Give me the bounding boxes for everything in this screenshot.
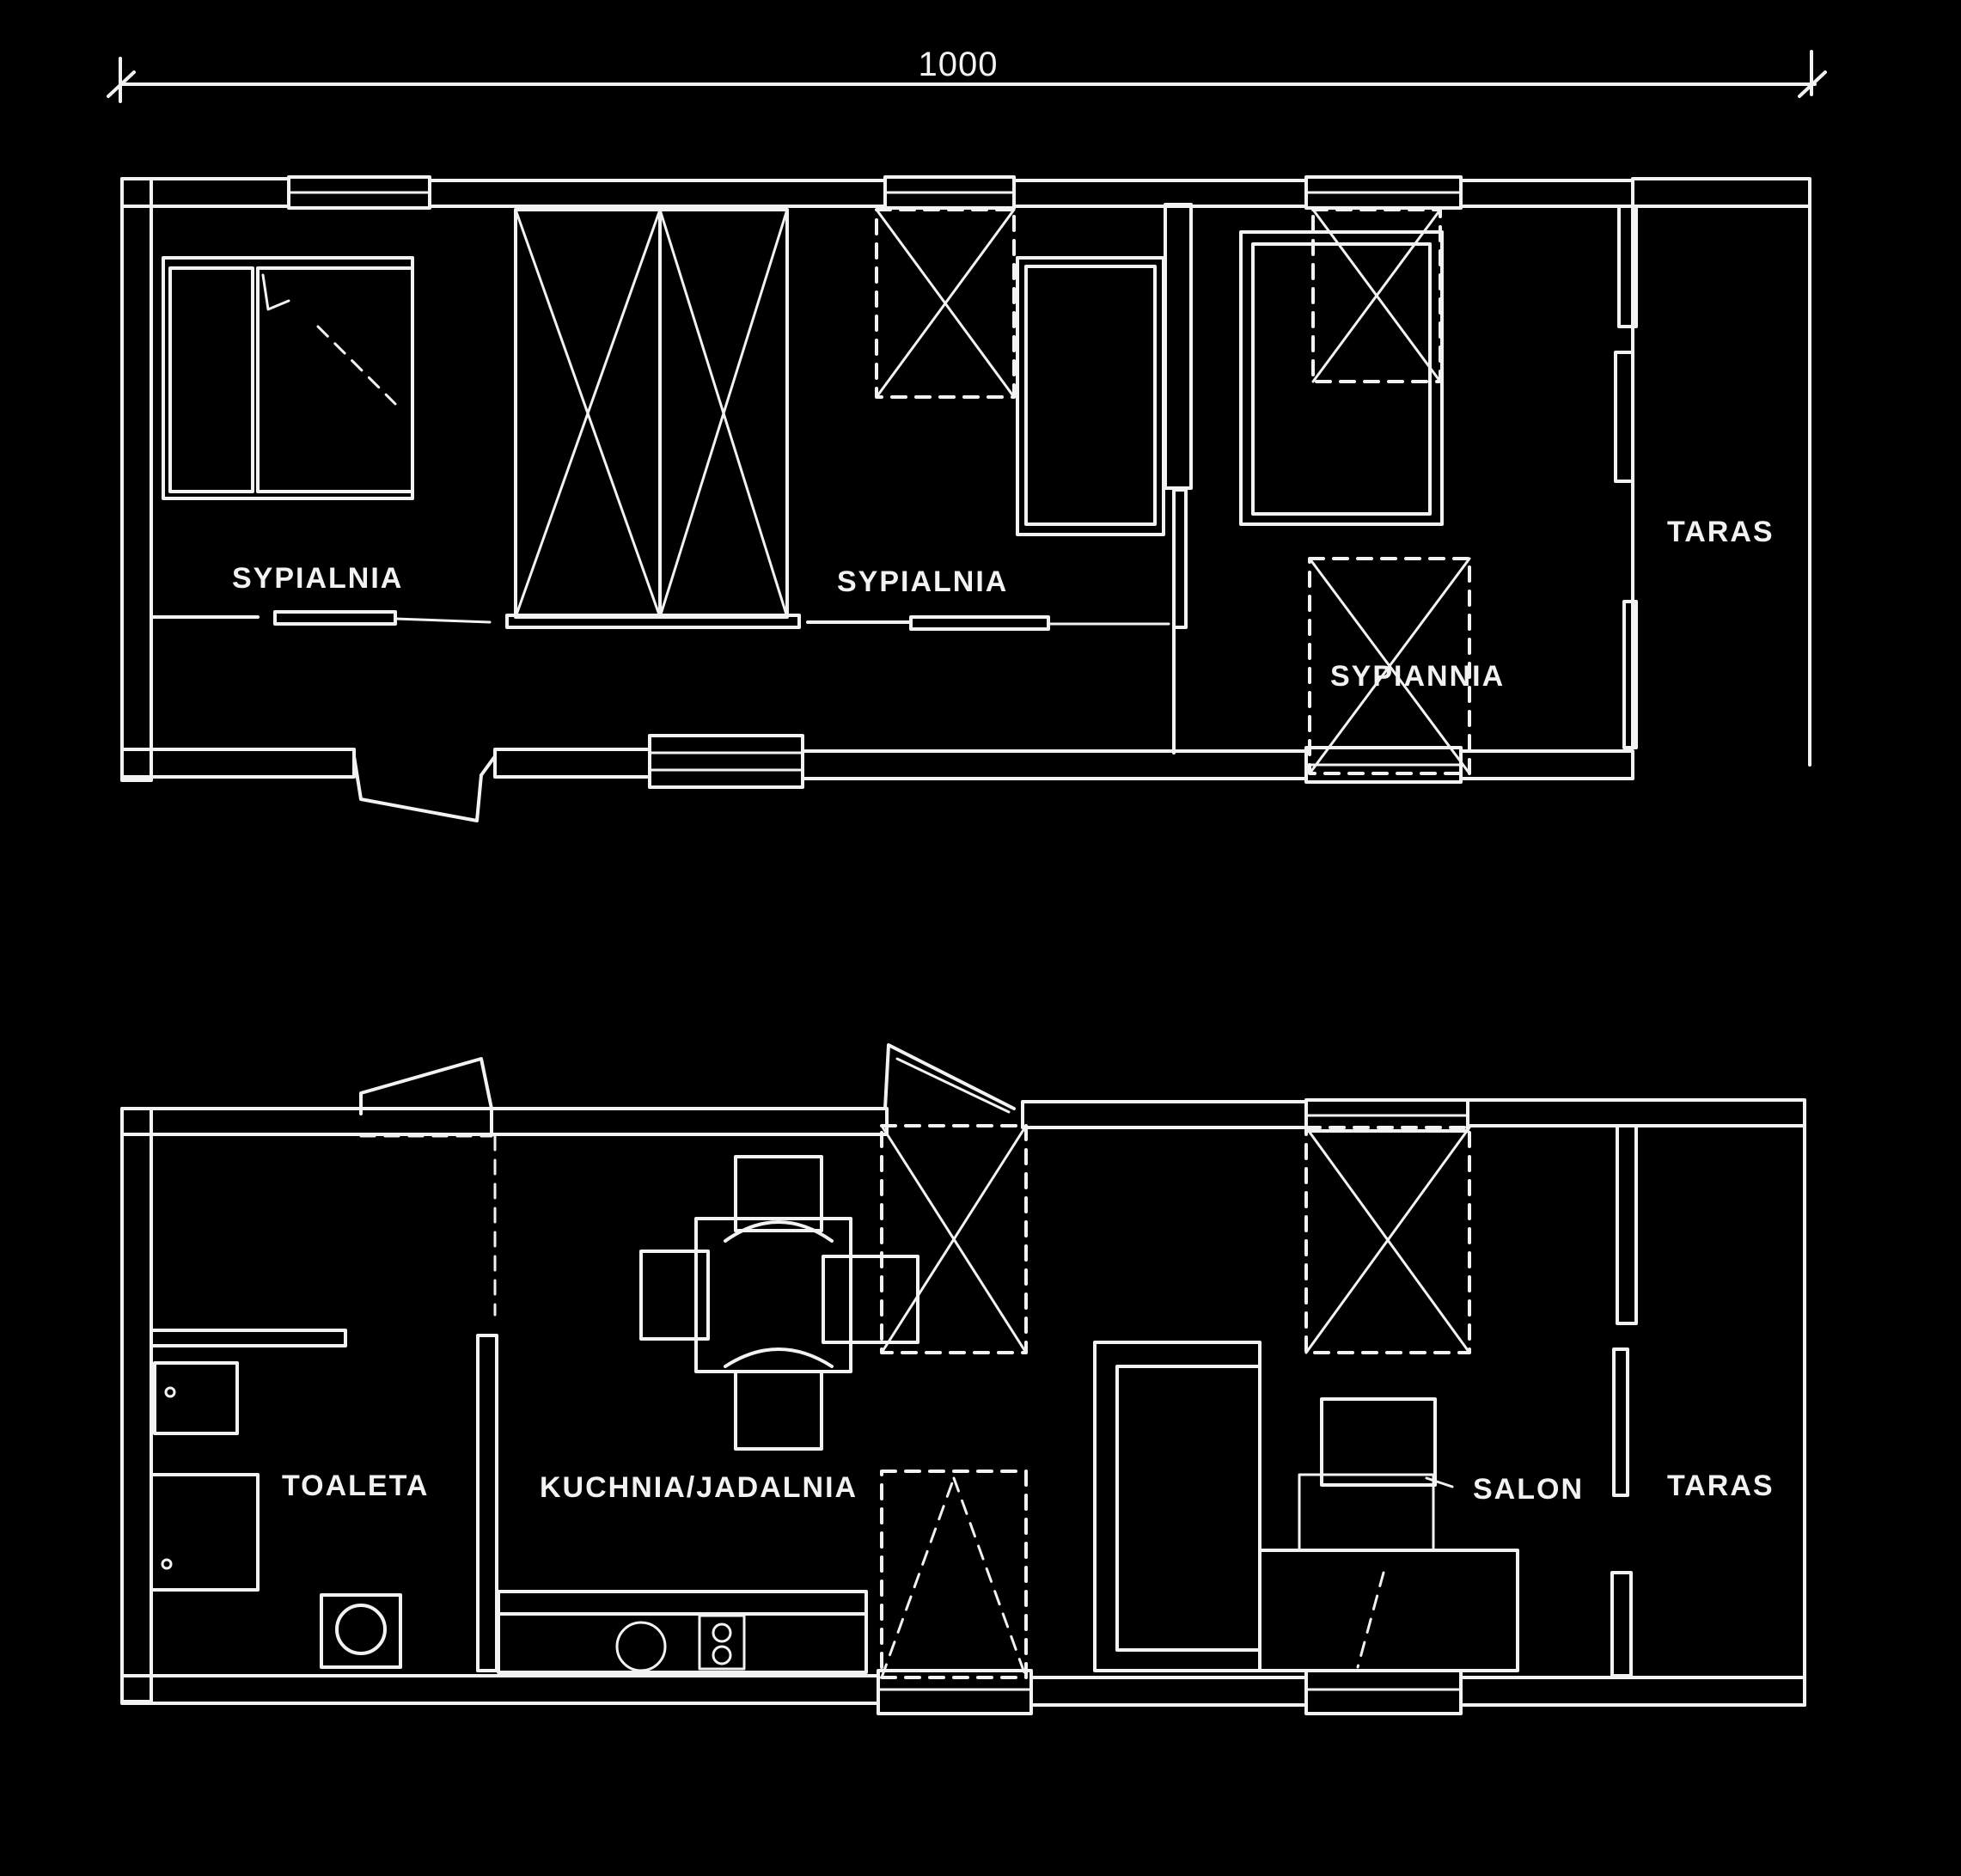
upper-skylight-1 [875,208,1016,399]
lower-door-toaleta [359,1057,493,1138]
lower-sofa [1093,1341,1519,1672]
room-label-sypialnia-3: SYPIANNIA [1330,660,1505,693]
lower-floor-plan: TOALETA KUCHNIA/JADALNIA SALON TARAS [120,1043,1806,1715]
upper-partitions [150,203,1811,767]
lower-shower [153,1361,239,1435]
room-label-kuchnia-jadalnia: KUCHNIA/JADALNIA [540,1471,858,1504]
upper-entrance-door [352,755,497,822]
room-label-salon: SALON [1473,1473,1584,1506]
lower-dining-table [639,1155,919,1451]
room-label-taras-lower: TARAS [1667,1470,1775,1502]
lower-skylight-1 [880,1124,1028,1354]
lower-kitchen-counter [497,1590,868,1674]
lower-toilet [320,1593,402,1669]
upper-wardrobe [505,208,801,629]
upper-skylight-3 [1308,557,1471,775]
upper-bed-1 [162,256,414,500]
upper-skylight-2 [1311,208,1442,383]
upper-bed-2 [1016,256,1165,536]
lower-door-kuchnia [883,1043,1016,1114]
lower-bathtub [150,1473,260,1592]
upper-floor-plan: SYPIALNIA SYPIALNIA SYPIANNIA TARAS [120,175,1811,822]
room-label-toaleta: TOALETA [282,1470,429,1502]
lower-skylight-3 [1304,1126,1471,1354]
lower-exterior-walls [120,1098,1806,1707]
dimension-line: 1000 [107,46,1827,103]
lower-skylight-2 [880,1470,1028,1679]
room-label-sypialnia-2: SYPIALNIA [837,565,1008,598]
lower-windows [877,1098,1469,1715]
dimension-label: 1000 [919,46,999,83]
upper-bed-3 [1239,230,1444,526]
lower-partitions [150,1124,1806,1707]
room-label-sypialnia-1: SYPIALNIA [232,562,403,595]
room-label-taras-upper: TARAS [1667,516,1775,548]
